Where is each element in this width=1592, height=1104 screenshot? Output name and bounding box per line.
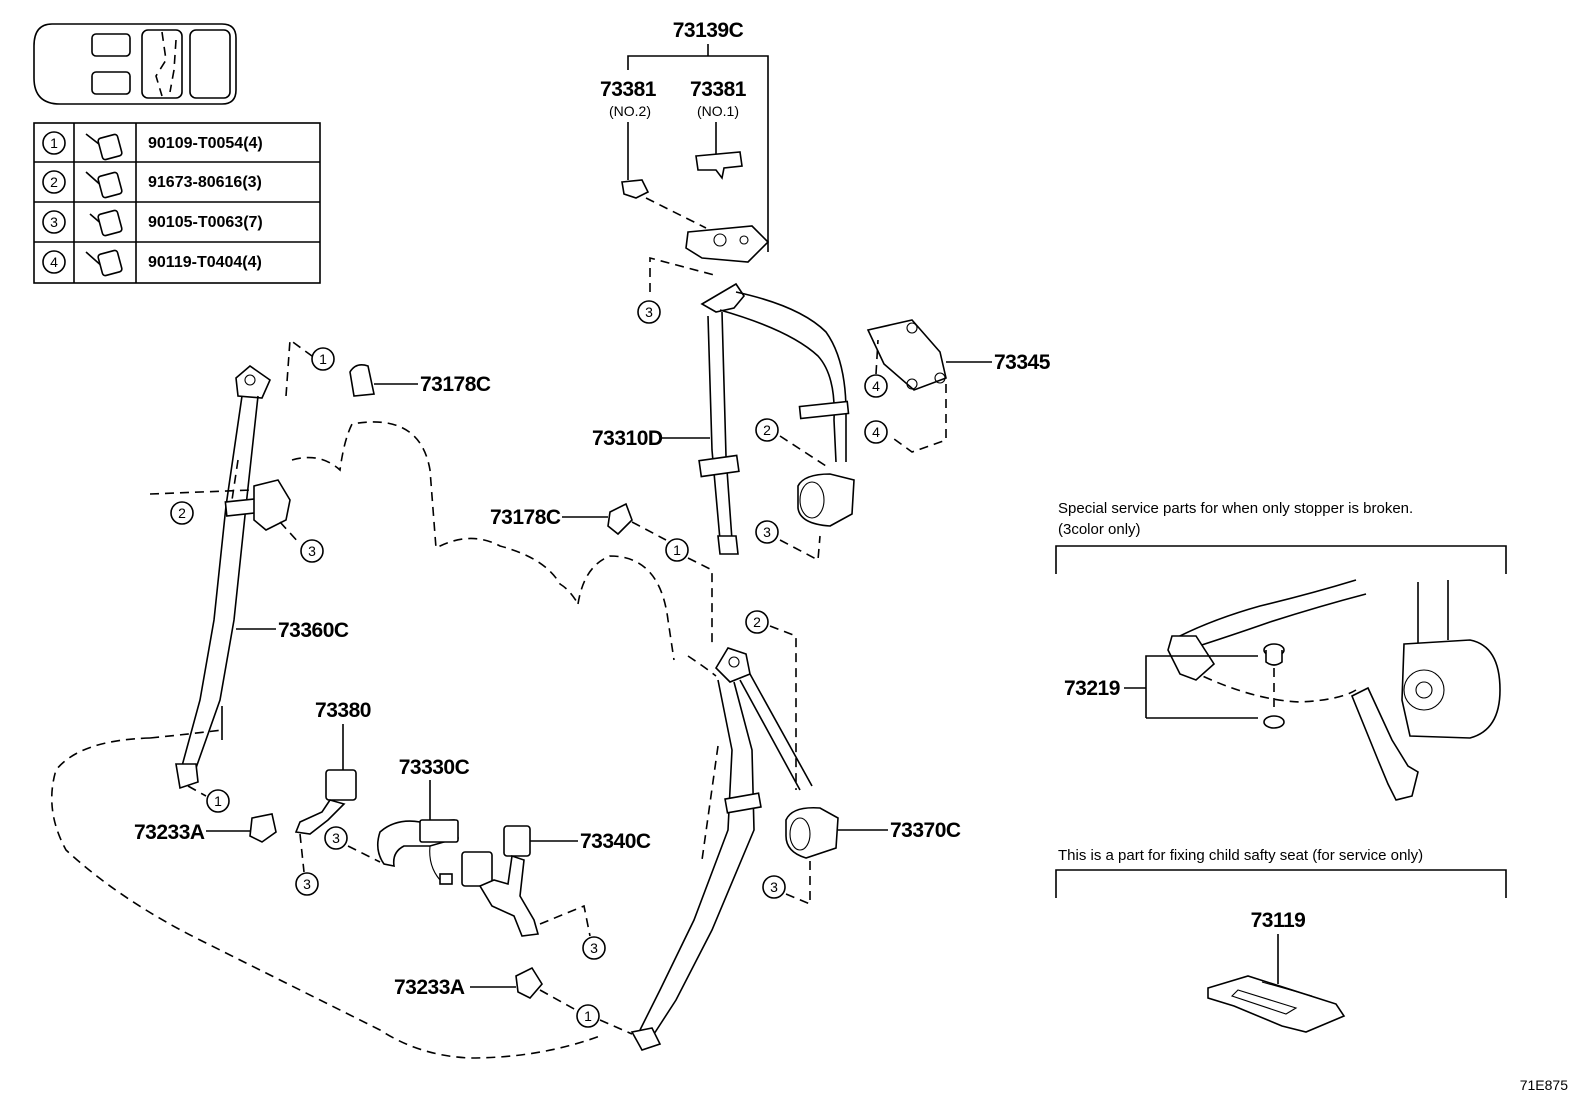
note-stopper-line1: Special service parts for when only stop…: [1058, 500, 1413, 517]
svg-text:4: 4: [872, 424, 880, 440]
callout-2: 2: [745, 610, 797, 790]
cover-73178C-top: 73178C: [349, 364, 491, 397]
table-row-4-part: 90119-T0404(4): [148, 254, 262, 271]
buckle-73340C: 73340C: [461, 825, 651, 937]
callout-3: 3: [279, 521, 324, 563]
note-stopper-line2: (3color only): [1058, 521, 1141, 538]
callout-2: 2: [149, 489, 253, 525]
callout-1: 1: [665, 538, 713, 648]
svg-text:2: 2: [763, 422, 771, 438]
svg-text:1: 1: [584, 1008, 592, 1024]
label-73178C-mid: 73178C: [490, 506, 561, 529]
svg-text:1: 1: [214, 793, 222, 809]
label-73219: 73219: [1064, 677, 1120, 700]
label-73340C: 73340C: [580, 830, 651, 853]
label-73233A-left: 73233A: [134, 821, 205, 844]
table-row-1-part: 90109-T0054(4): [148, 135, 263, 152]
center-belt-73310D: 73310D: [592, 282, 855, 555]
svg-text:3: 3: [332, 830, 340, 846]
rear-seat-outline: [51, 421, 717, 1059]
callout-4: 4: [864, 339, 888, 398]
svg-text:3: 3: [308, 543, 316, 559]
callout-3: 3: [539, 904, 606, 960]
bolt-icon: [85, 249, 123, 277]
label-73380: 73380: [315, 699, 371, 722]
callout-3: 3: [637, 256, 719, 324]
label-73370C: 73370C: [890, 819, 961, 842]
callout-4: 4: [864, 420, 888, 444]
callout-1: 1: [187, 785, 230, 813]
callout-3: 3: [755, 520, 821, 562]
buckle-73330C: 73330C: [376, 756, 470, 885]
left-belt-73360C: 73360C: [175, 364, 349, 790]
svg-text:1: 1: [319, 351, 327, 367]
fastener-table: 1 90109-T0054(4) 2 91673-80616(3) 3 9010…: [33, 122, 321, 284]
table-row-2-number: 2: [50, 174, 58, 190]
svg-text:3: 3: [303, 876, 311, 892]
stopper-service-section: Special service parts for when only stop…: [1055, 500, 1507, 801]
bolt-icon: [89, 209, 123, 237]
label-73119: 73119: [1251, 909, 1306, 932]
svg-text:3: 3: [770, 879, 778, 895]
callout-1: 1: [576, 1004, 633, 1035]
label-73178C-top: 73178C: [420, 373, 491, 396]
vehicle-locator-icon: [33, 23, 237, 105]
table-row-2-part: 91673-80616(3): [148, 174, 262, 191]
label-73381-no2: 73381: [600, 78, 657, 101]
table-row-4-number: 4: [50, 254, 58, 270]
callout-3: 3: [295, 833, 319, 896]
callout-1: 1: [285, 338, 335, 397]
label-73381-no1-sub: (NO.1): [697, 103, 739, 119]
group-73139C: 73139C 73381 (NO.2) 73381 (NO.1): [600, 19, 770, 263]
label-73330C: 73330C: [399, 756, 470, 779]
cover-73233A-bottom: 73233A: [394, 966, 577, 1011]
callout-3: 3: [762, 856, 811, 906]
bolt-icon: [85, 171, 123, 199]
callout-2: 2: [755, 418, 827, 467]
label-73233A-bottom: 73233A: [394, 976, 465, 999]
svg-text:2: 2: [178, 505, 186, 521]
svg-text:3: 3: [590, 940, 598, 956]
callout-3: 3: [324, 826, 381, 863]
svg-text:1: 1: [673, 542, 681, 558]
table-row-1-number: 1: [50, 135, 58, 151]
note-child-seat: This is a part for fixing child safty se…: [1058, 847, 1423, 864]
buckle-73380: 73380: [294, 699, 371, 835]
svg-text:4: 4: [872, 378, 880, 394]
label-73310D: 73310D: [592, 427, 663, 450]
bolt-icon: [85, 133, 123, 161]
label-73381-no2-sub: (NO.2): [609, 103, 651, 119]
svg-text:2: 2: [753, 614, 761, 630]
label-73360C: 73360C: [278, 619, 349, 642]
label-73345: 73345: [994, 351, 1051, 374]
label-73139C: 73139C: [673, 19, 744, 42]
svg-text:3: 3: [645, 304, 653, 320]
child-seat-service-section: This is a part for fixing child safty se…: [1055, 847, 1507, 1033]
cover-73233A-left: 73233A: [134, 813, 277, 844]
svg-text:3: 3: [763, 524, 771, 540]
table-row-3-number: 3: [50, 214, 58, 230]
label-73381-no1: 73381: [690, 78, 747, 101]
right-belt-73370C: 73370C: [630, 647, 961, 1051]
table-row-3-part: 90105-T0063(7): [148, 214, 263, 231]
cover-73178C-mid: 73178C: [490, 502, 667, 541]
diagram-code: 71E875: [1520, 1077, 1568, 1093]
bracket-73345: 73345: [866, 319, 1051, 453]
